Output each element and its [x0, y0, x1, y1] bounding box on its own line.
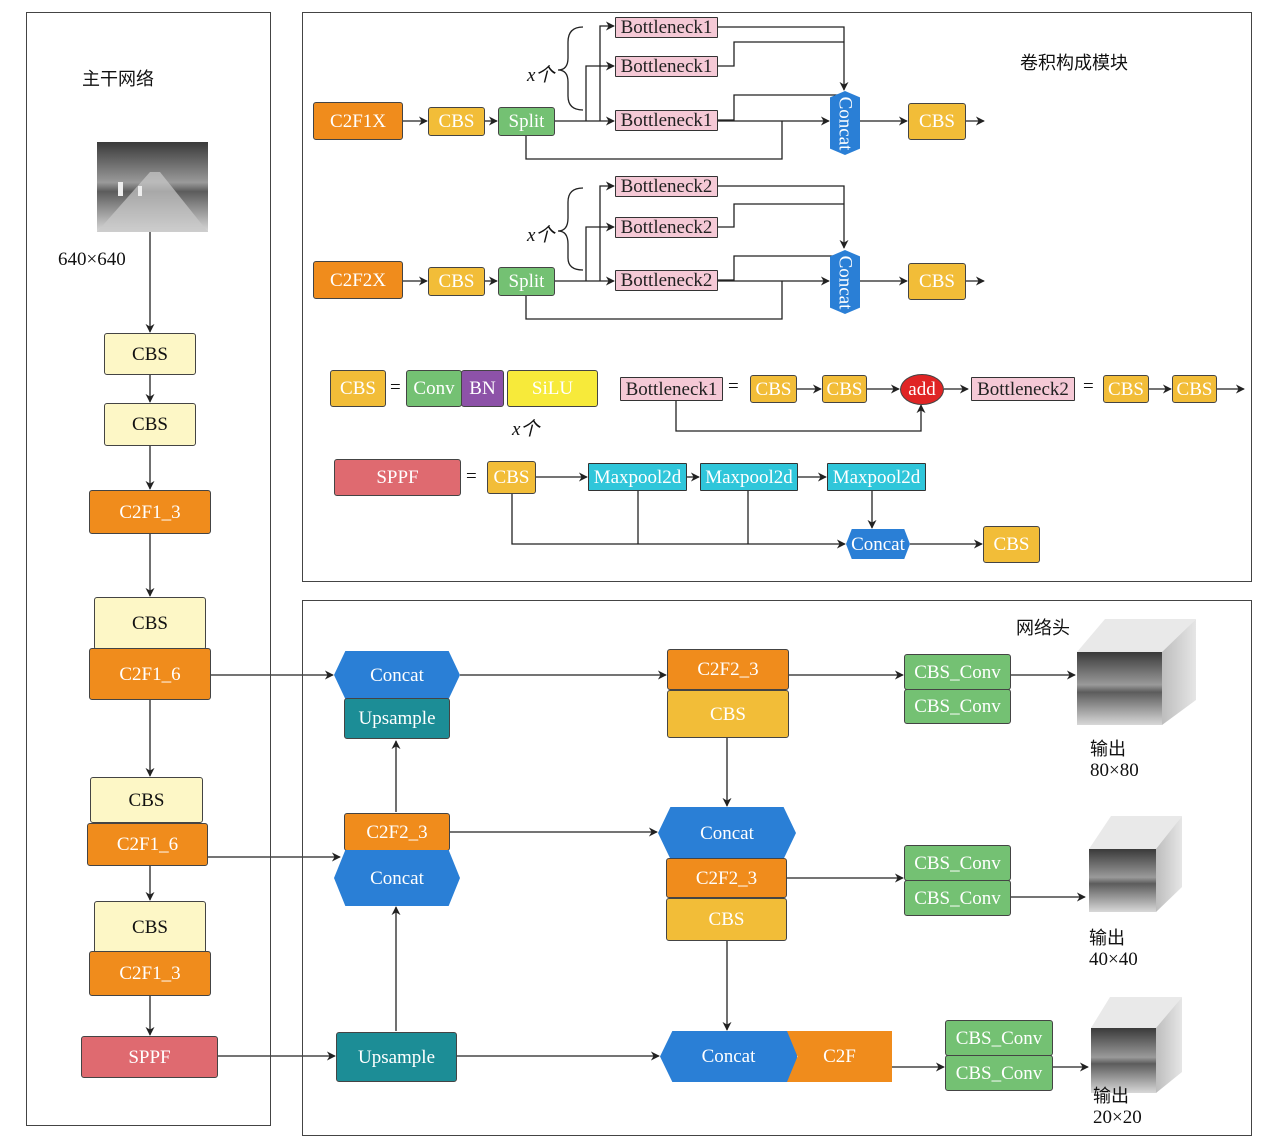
backbone-c2f1-6-b: C2F1_6: [87, 823, 208, 866]
modules-panel: [302, 12, 1252, 582]
cbs-def-label: CBS: [330, 370, 386, 407]
c2f1x-bottleneck-b: Bottleneck1: [615, 56, 718, 77]
head-cbs-top: CBS: [667, 690, 789, 738]
cbs-def-bn: BN: [461, 370, 504, 407]
output-20-icon: [1091, 997, 1182, 1093]
head-upsample-top: Upsample: [344, 698, 450, 739]
bottleneck2-def-cbs-1: CBS: [1103, 375, 1149, 403]
backbone-cbs-3: CBS: [94, 597, 206, 650]
head-cbs-conv-3a: CBS_Conv: [945, 1020, 1053, 1056]
sppf-def-cbs-out: CBS: [983, 526, 1040, 563]
bottleneck1-def-label: Bottleneck1: [620, 377, 723, 401]
backbone-cbs-4: CBS: [90, 777, 203, 823]
sppf-def-maxpool-2: Maxpool2d: [700, 463, 798, 491]
backbone-cbs-1: CBS: [104, 333, 196, 375]
bottleneck2-def-label: Bottleneck2: [971, 377, 1075, 401]
backbone-cbs-5: CBS: [94, 901, 206, 954]
head-concat-mid-left: Concat: [334, 850, 460, 906]
head-cbs-conv-3b: CBS_Conv: [945, 1055, 1053, 1091]
head-cbs-conv-1b: CBS_Conv: [904, 689, 1011, 724]
head-concat-bottom: Concat: [660, 1031, 797, 1082]
output-20-size: 20×20: [1093, 1107, 1142, 1128]
head-upsample-bottom: Upsample: [336, 1032, 457, 1082]
c2f1x-cbs: CBS: [428, 107, 485, 136]
output-40-label: 输出: [1089, 928, 1125, 949]
output-40-size: 40×40: [1089, 949, 1138, 970]
c2f2x-bottleneck-a: Bottleneck2: [615, 176, 718, 197]
c2f2x-cbs: CBS: [428, 267, 485, 296]
backbone-c2f1-3-a: C2F1_3: [89, 490, 211, 534]
backbone-sppf: SPPF: [81, 1036, 218, 1078]
c2f1x-label: C2F1X: [313, 102, 403, 140]
head-c2f2-3-mid: C2F2_3: [666, 858, 787, 898]
c2f2x-bottleneck-b: Bottleneck2: [615, 217, 718, 238]
bottleneck1-def-equals: =: [728, 376, 739, 397]
c2f2x-label: C2F2X: [313, 261, 403, 299]
c2f2x-repeat-label: x个: [527, 225, 555, 246]
c2f1x-repeat-label: x个: [527, 65, 555, 86]
output-40-icon: [1089, 816, 1182, 912]
c2f1x-concat: Concat: [830, 91, 860, 155]
backbone-panel: [26, 12, 271, 1126]
cbs-def-repeat-label: x个: [512, 419, 540, 440]
c2f1x-bottleneck-a: Bottleneck1: [615, 17, 718, 38]
head-cbs-conv-2a: CBS_Conv: [904, 845, 1011, 881]
sppf-def-equals: =: [466, 466, 477, 487]
modules-title: 卷积构成模块: [1020, 53, 1128, 74]
c2f2x-cbs-out: CBS: [908, 263, 966, 300]
head-cbs-conv-2b: CBS_Conv: [904, 880, 1011, 916]
sppf-def-maxpool-1: Maxpool2d: [588, 463, 687, 491]
bottleneck2-def-cbs-2: CBS: [1172, 375, 1217, 403]
output-80-label: 输出: [1090, 739, 1126, 760]
bottleneck1-def-cbs-1: CBS: [750, 375, 797, 403]
c2f2x-bottleneck-c: Bottleneck2: [615, 270, 718, 291]
cbs-def-conv: Conv: [406, 370, 462, 407]
head-c2f2-3-left: C2F2_3: [344, 813, 450, 851]
backbone-title: 主干网络: [82, 69, 154, 90]
backbone-c2f1-6-a: C2F1_6: [89, 648, 211, 700]
backbone-c2f1-3-b: C2F1_3: [89, 951, 211, 996]
input-size-label: 640×640: [58, 249, 126, 270]
input-image-icon: [97, 142, 208, 232]
head-title: 网络头: [1016, 618, 1070, 639]
c2f1x-cbs-out: CBS: [908, 103, 966, 140]
sppf-def-concat: Concat: [846, 529, 910, 559]
backbone-cbs-2: CBS: [104, 403, 196, 446]
output-20-label: 输出: [1093, 1086, 1129, 1107]
c2f2x-concat: Concat: [830, 250, 860, 314]
bottleneck1-def-cbs-2: CBS: [822, 375, 867, 403]
c2f1x-bottleneck-c: Bottleneck1: [615, 110, 718, 131]
sppf-def-label: SPPF: [334, 459, 461, 496]
c2f1x-split: Split: [498, 107, 555, 136]
cbs-def-equals: =: [390, 377, 401, 398]
head-cbs-conv-1a: CBS_Conv: [904, 654, 1011, 690]
output-80-icon: [1077, 619, 1196, 725]
bottleneck2-def-equals: =: [1083, 376, 1094, 397]
c2f2x-split: Split: [498, 267, 555, 296]
head-cbs-mid: CBS: [666, 898, 787, 941]
head-concat-top: Concat: [334, 651, 460, 699]
head-panel: [302, 600, 1252, 1136]
head-c2f2-3-top: C2F2_3: [667, 649, 789, 690]
head-c2f-bottom: C2F: [787, 1031, 892, 1082]
output-80-size: 80×80: [1090, 760, 1139, 781]
bottleneck1-def-add: add: [900, 374, 944, 405]
sppf-def-maxpool-3: Maxpool2d: [827, 463, 926, 491]
cbs-def-silu: SiLU: [507, 370, 598, 407]
head-concat-mid: Concat: [658, 807, 796, 859]
sppf-def-cbs: CBS: [487, 461, 536, 494]
